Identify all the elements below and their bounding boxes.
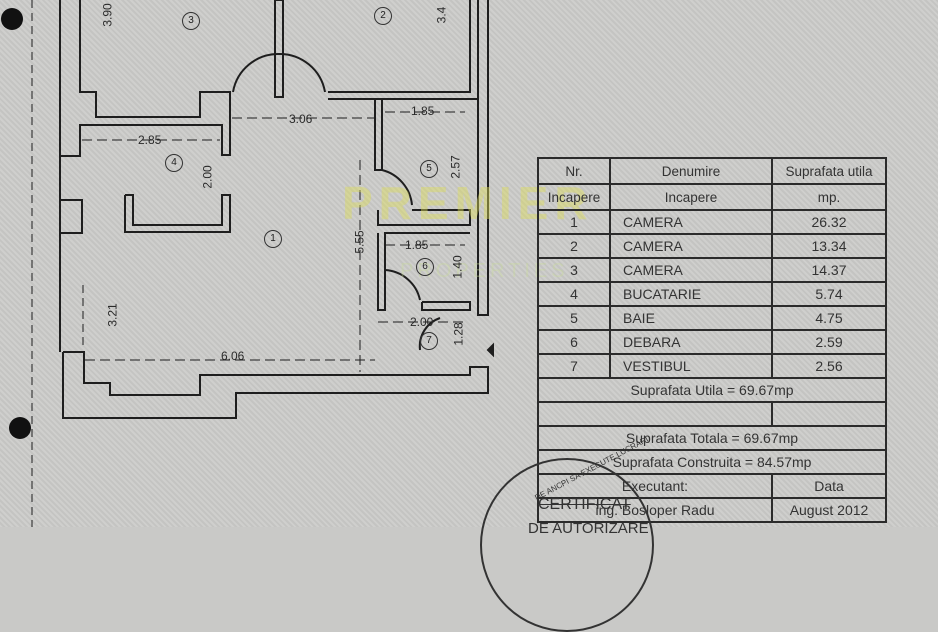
cell-nr: 4 [537,281,611,307]
cell-name: CAMERA [609,233,773,259]
cell-name: DEBARA [609,329,773,355]
suprafata-totala: Suprafata Totala = 69.67mp [537,425,887,451]
header-nr: Nr. [537,157,611,185]
header-area-2: mp. [771,183,887,211]
punch-hole [9,417,31,439]
dim-label: 1.28 [451,322,466,346]
cell-nr: 1 [537,209,611,235]
cell-nr: 3 [537,257,611,283]
cell-name: CAMERA [609,257,773,283]
chimney-box [59,199,83,234]
cell-area: 13.34 [771,233,887,259]
cell-area: 2.59 [771,329,887,355]
wall-storage [377,232,470,311]
cell-name: VESTIBUL [609,353,773,379]
wall-right-outer [477,0,489,316]
data-label: Data [771,473,887,499]
entrance-arrow [486,342,494,358]
suprafata-utila: Suprafata Utila = 69.67mp [537,377,887,403]
cell-nr: 2 [537,233,611,259]
cell-area: 26.32 [771,209,887,235]
header-name: Denumire [609,157,773,185]
dim-label: 1.85 [411,104,435,118]
dim-label: 2.57 [448,155,463,179]
room-number: 2 [374,7,392,25]
door-arc [384,269,421,301]
dim-label: 2.00 [200,165,215,189]
dim-label: 3.21 [105,303,120,327]
header-area: Suprafata utila [771,157,887,185]
date-value: August 2012 [771,497,887,523]
cell-name: BUCATARIE [609,281,773,307]
cell-name: BAIE [609,305,773,331]
wall-bath [374,99,383,171]
empty-cell [771,401,887,427]
room-number: 7 [420,332,438,350]
dim-label: 3.90 [100,3,115,27]
room-number: 5 [420,160,438,178]
wall-bottom [62,351,489,419]
watermark-sub: PROPERTIES [400,260,569,282]
cell-area: 2.56 [771,353,887,379]
dim-label: 6.06 [221,349,245,363]
cell-area: 5.74 [771,281,887,307]
wall-bath-storage [377,209,471,226]
dim-label: 1.40 [450,255,465,279]
wall-stub [274,0,284,98]
dim-label: 3.4 [434,6,449,24]
cell-nr: 6 [537,329,611,355]
cell-nr: 5 [537,305,611,331]
cell-area: 4.75 [771,305,887,331]
header-nr-2: Incapere [537,183,611,211]
door-arc [232,52,280,93]
dim-label: 2.85 [138,133,162,147]
kitchen-counter [124,194,231,233]
room-number: 6 [416,258,434,276]
dim-label: 1.85 [405,238,429,252]
door-arc [278,52,326,93]
dim-label: 3.06 [289,112,313,126]
cell-area: 14.37 [771,257,887,283]
stamp-line2: DE AUTORIZARE [528,520,649,537]
cell-nr: 7 [537,353,611,379]
wall-room3 [59,0,231,157]
door-arc [418,317,441,351]
room-number: 1 [264,230,282,248]
room-number: 4 [165,154,183,172]
cell-name: CAMERA [609,209,773,235]
floor-plan [31,0,494,527]
punch-hole [1,8,23,30]
wall-room2 [328,0,471,93]
stamp-certificat: CERTIFICAT [538,496,631,513]
dim-label: 5.55 [352,230,367,254]
room-number: 3 [182,12,200,30]
empty-cell [537,401,773,427]
door-arc [381,169,413,206]
dim-label: 2.00 [410,315,434,329]
header-name-2: Incapere [609,183,773,211]
